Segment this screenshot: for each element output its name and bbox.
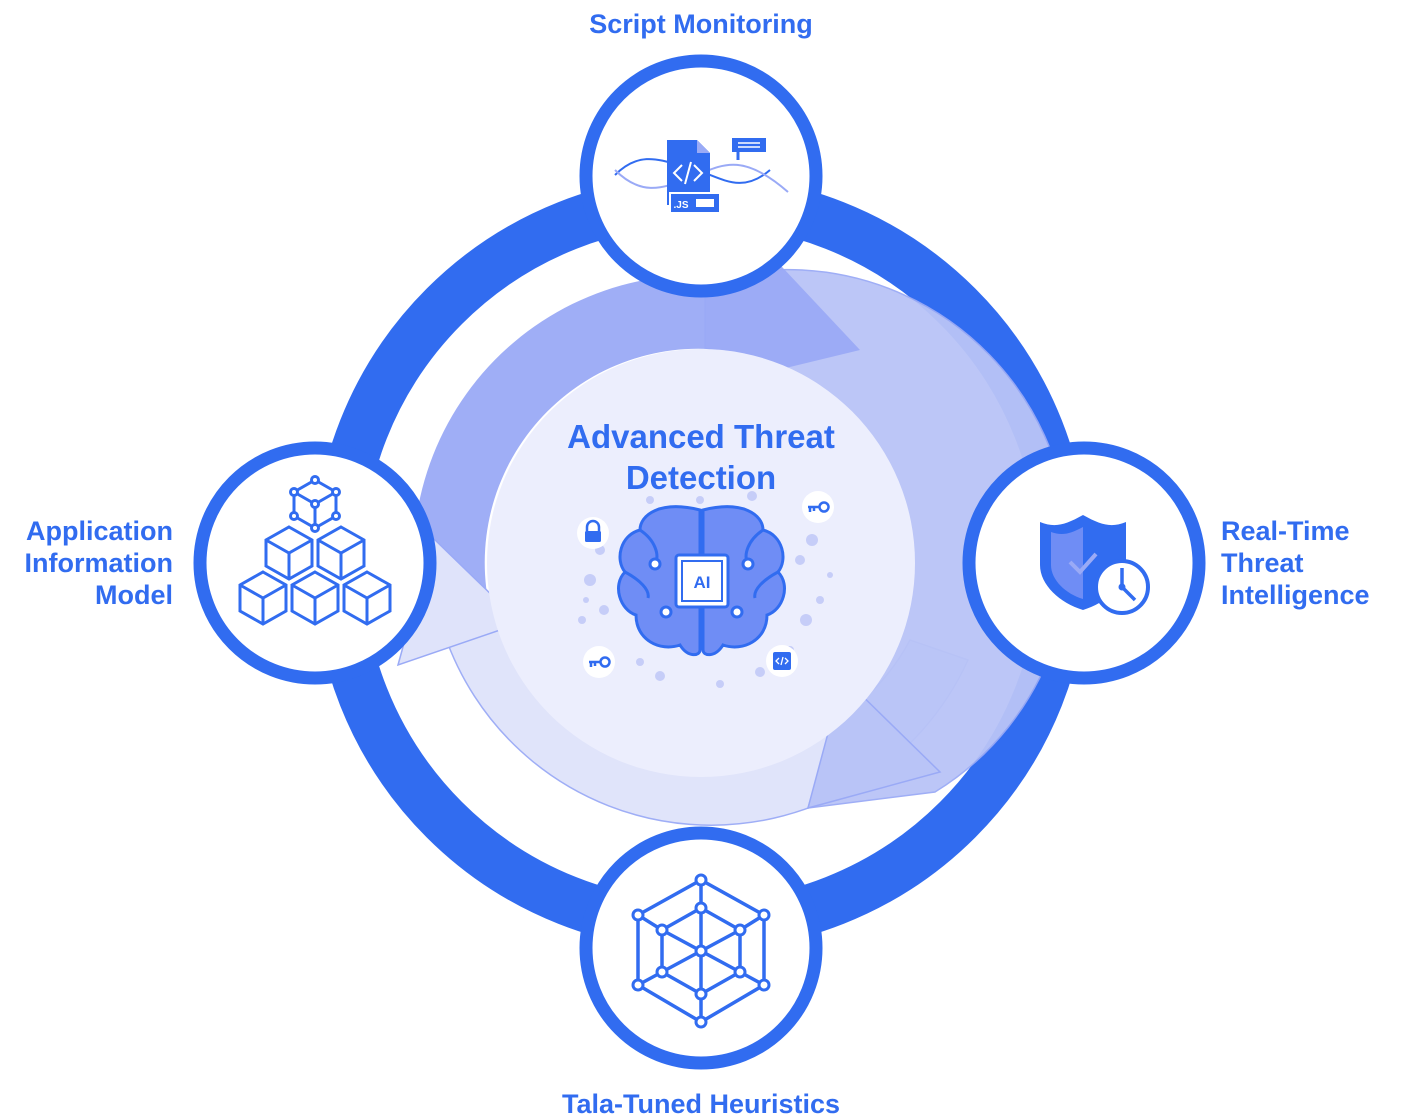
cubes-icon	[238, 475, 392, 626]
node-label-line: Intelligence	[1221, 580, 1370, 610]
key-icon	[583, 646, 615, 678]
center-title: Advanced Threat Detection	[451, 416, 951, 498]
node-label-application-information-model: Application Information Model	[25, 515, 174, 611]
code-icon	[766, 645, 798, 677]
node-label-line: Model	[95, 580, 173, 610]
center-title-line: Advanced Threat	[567, 418, 835, 455]
ai-chip-label: AI	[694, 573, 711, 592]
node-label-text: Script Monitoring	[589, 9, 813, 39]
lock-icon	[577, 517, 609, 549]
ai-chip	[674, 553, 730, 609]
node-label-real-time-threat-intelligence: Real-Time Threat Intelligence	[1221, 515, 1370, 611]
key-icon	[802, 491, 834, 523]
node-label-line: Real-Time	[1221, 516, 1350, 546]
node-label-script-monitoring: Script Monitoring	[0, 8, 1402, 40]
node-label-tala-tuned-heuristics: Tala-Tuned Heuristics	[0, 1088, 1402, 1120]
center-title-line: Detection	[625, 459, 777, 496]
node-label-line: Information	[24, 548, 174, 578]
cube-small-top	[289, 475, 341, 533]
node-label-text: Tala-Tuned Heuristics	[561, 1089, 841, 1119]
arrow-arc-dark	[413, 252, 860, 610]
network-hexagon-icon	[631, 873, 771, 1029]
brain-dots	[578, 491, 833, 688]
js-file-badge: .JS	[673, 200, 688, 211]
node-label-line: Threat	[1221, 548, 1304, 578]
node-label-line: Application	[26, 516, 173, 546]
brain-icon	[617, 505, 786, 657]
script-monitoring-icon	[614, 138, 789, 214]
shield-clock-icon	[1040, 515, 1150, 615]
